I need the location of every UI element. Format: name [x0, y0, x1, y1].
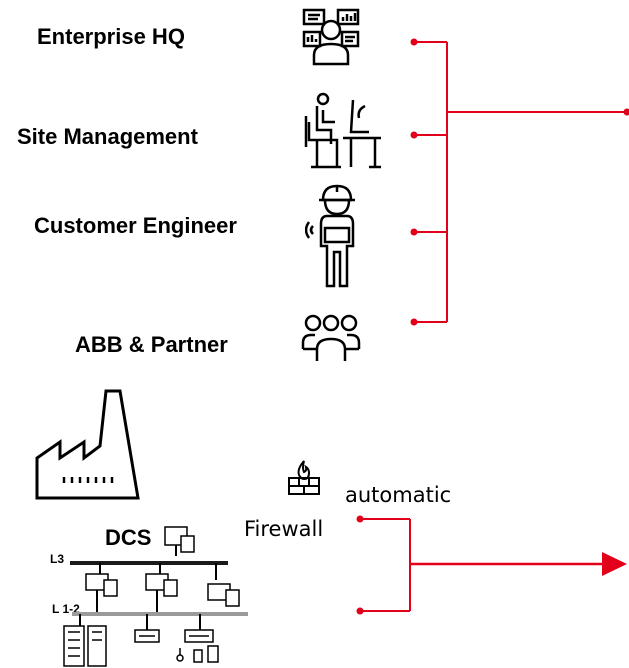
- firewall-mode-label: automatic: [345, 483, 452, 507]
- connector-dot: [356, 515, 364, 523]
- role-label-abb-partner: ABB & Partner: [75, 332, 228, 357]
- role-label-customer-engineer: Customer Engineer: [34, 213, 237, 238]
- connector-dot: [410, 228, 418, 236]
- field-engineer-icon: [305, 180, 365, 290]
- controller-cabinet-icon: [63, 625, 107, 667]
- team-group-icon: [301, 313, 361, 363]
- io-module-1-icon: [134, 629, 160, 643]
- connector-dot: [410, 38, 418, 46]
- dcs-label: DCS: [105, 525, 152, 550]
- field-instruments-icon: [176, 645, 219, 663]
- connector-dot: [410, 131, 418, 139]
- level-l3-label: L3: [50, 552, 65, 566]
- dcs-top-computer-icon: [164, 526, 195, 556]
- firewall-icon: [287, 459, 321, 495]
- role-label-enterprise-hq: Enterprise HQ: [37, 24, 185, 49]
- factory-icon: [34, 385, 154, 505]
- l3-computer-1-icon: [85, 573, 118, 597]
- l3-computer-3-icon: [207, 583, 240, 607]
- role-label-site-management: Site Management: [17, 124, 198, 149]
- connector-dot: [623, 108, 629, 116]
- operator-dashboard-icon: [302, 8, 360, 66]
- connector-dot: [356, 607, 364, 615]
- io-module-2-icon: [184, 629, 214, 643]
- connector-dot: [410, 318, 418, 326]
- l3-computer-2-icon: [145, 573, 178, 597]
- firewall-label: Firewall: [244, 517, 324, 541]
- office-workstation-icon: [303, 92, 383, 172]
- arrow-head-icon: [602, 552, 627, 576]
